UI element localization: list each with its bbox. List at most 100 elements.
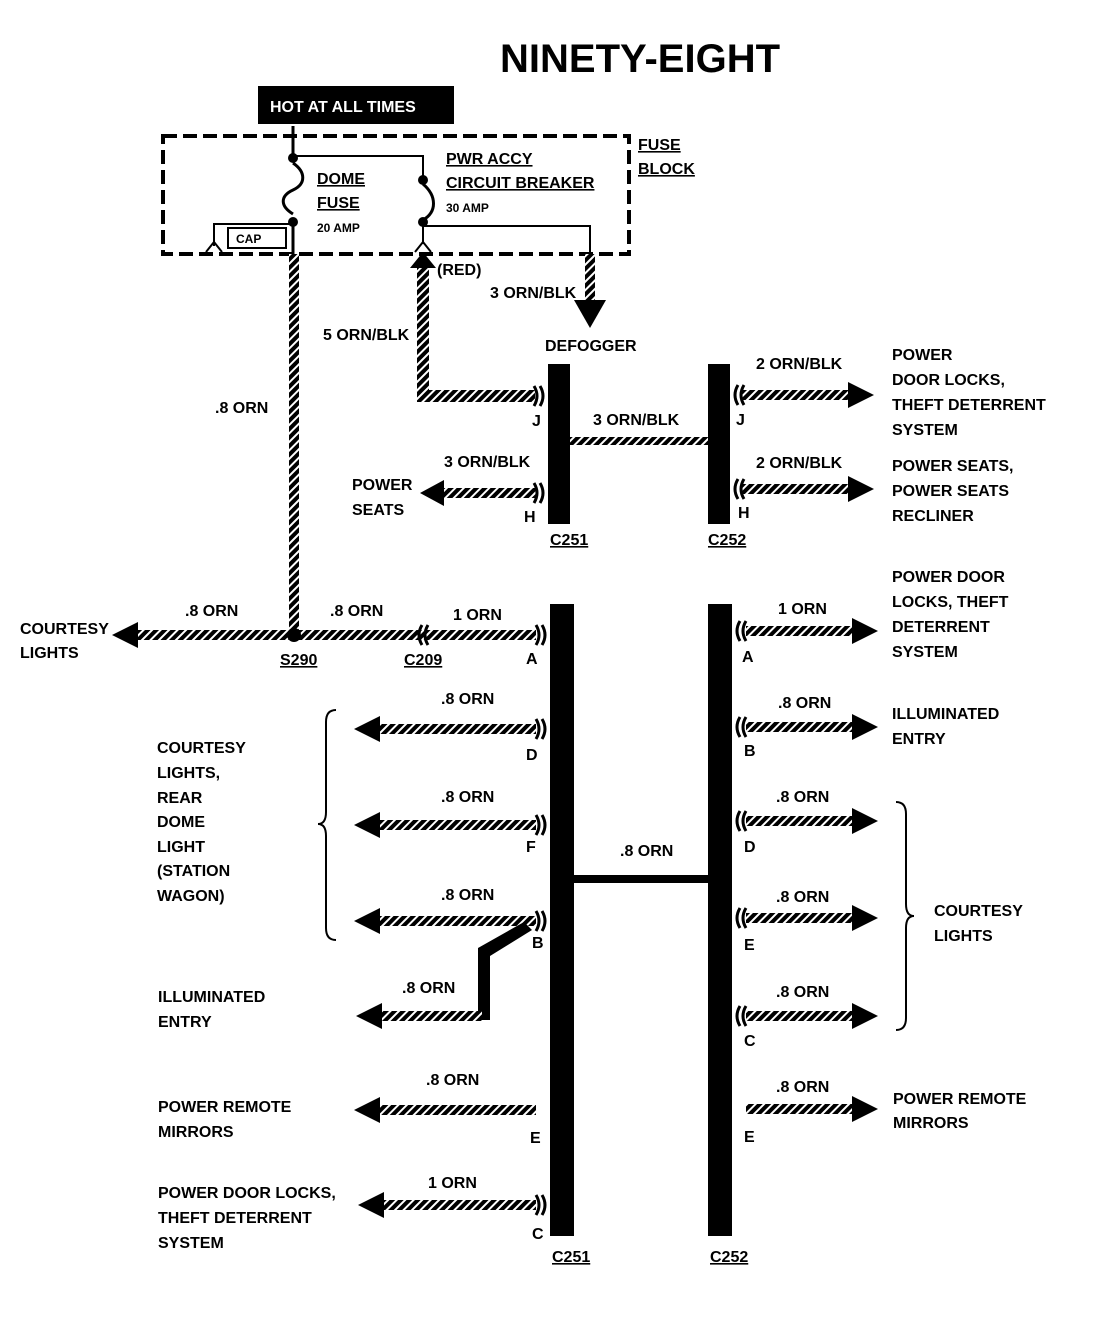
- c251-f-wire: [376, 820, 536, 830]
- illuminated-entry-branch-wire: [478, 922, 532, 1020]
- red-wire-label: (RED): [437, 262, 481, 279]
- power-door-locks-c-3: SYSTEM: [158, 1235, 224, 1252]
- c251-d-arrow: [354, 716, 380, 742]
- courtesy-lights-right-2: LIGHTS: [934, 928, 993, 945]
- c251-pin-e: E: [530, 1130, 541, 1147]
- dome-to-s290-wire: [289, 254, 299, 636]
- illuminated-entry-left-wire-label: .8 ORN: [402, 980, 455, 997]
- fuse-block-label-1: FUSE: [638, 137, 681, 154]
- power-seats-wire: [440, 488, 536, 498]
- c251-pin-d: D: [526, 747, 538, 764]
- c251-d-wire: [376, 724, 536, 734]
- c251-b-wire: [376, 916, 536, 926]
- c252-j-terminal: [733, 384, 746, 406]
- c251-c-terminal: [534, 1194, 547, 1216]
- breaker-label-2: CIRCUIT BREAKER: [446, 175, 595, 192]
- c251-j-terminal: [532, 385, 545, 407]
- c252-e-wire-label: .8 ORN: [776, 1079, 829, 1096]
- c251-pin-b: B: [532, 935, 544, 952]
- defogger-wire-label: 3 ORN/BLK: [490, 285, 577, 302]
- c251-pin-j: J: [532, 413, 541, 430]
- power-door-locks-c-1: POWER DOOR LOCKS,: [158, 1185, 336, 1202]
- c252-j-wire-label: 2 ORN/BLK: [756, 356, 843, 373]
- c252-a-terminal: [735, 620, 748, 642]
- c251-c-wire-label: 1 ORN: [428, 1175, 477, 1192]
- c252-j-dest-2: DOOR LOCKS,: [892, 372, 1005, 389]
- c252-j-wire: [742, 390, 850, 400]
- dome-fuse-element: [281, 161, 305, 216]
- courtesy-wire-label: .8 ORN: [185, 603, 238, 620]
- c252-e-courtesy-wire: [746, 913, 854, 923]
- power-seats-label-2: SEATS: [352, 502, 404, 519]
- fuse-block-outline: [161, 134, 631, 256]
- c251-d-terminal: [534, 718, 547, 740]
- c252-lower-label: C252: [710, 1249, 748, 1266]
- c252-d-wire: [746, 816, 854, 826]
- five-orn-blk-label: 5 ORN/BLK: [323, 327, 410, 344]
- courtesy-lights-right-1: COURTESY: [934, 903, 1023, 920]
- power-seats-arrow: [420, 480, 444, 506]
- c251-pin-c: C: [532, 1226, 544, 1243]
- cap-terminal: [205, 240, 223, 253]
- c209-terminal: [417, 624, 430, 646]
- courtesy-rear-dome-label-1: COURTESY: [157, 740, 246, 757]
- breaker-terminal-top: [418, 175, 428, 185]
- c252-e-courtesy-terminal: [735, 907, 748, 929]
- c252-a-dest-1: POWER DOOR: [892, 569, 1005, 586]
- c251-f-terminal: [534, 814, 547, 836]
- hot-at-all-times-label: HOT AT ALL TIMES: [270, 99, 416, 116]
- c251-b-arrow: [354, 908, 380, 934]
- jumper-wire-label: 3 ORN/BLK: [593, 412, 680, 429]
- c251-b-wire-label: .8 ORN: [441, 887, 494, 904]
- defogger-arrow: [574, 300, 606, 328]
- c251-b-terminal: [534, 910, 547, 932]
- c251-e-wire: [376, 1105, 536, 1115]
- power-remote-mirrors-right-1: POWER REMOTE: [893, 1091, 1027, 1108]
- c252-e-wire: [746, 1104, 854, 1114]
- hot-at-all-times-box: [258, 86, 454, 124]
- power-seats-wire-label: 3 ORN/BLK: [444, 454, 531, 471]
- c252-a-dest-2: LOCKS, THEFT: [892, 594, 1009, 611]
- s290-c209-wire-label: .8 ORN: [330, 603, 383, 620]
- right-courtesy-brace: [895, 801, 915, 1031]
- c252-b-terminal: [735, 716, 748, 738]
- dome-fuse-label-2: FUSE: [317, 195, 360, 212]
- power-seats-label-1: POWER: [352, 477, 413, 494]
- breaker-rating: 30 AMP: [446, 201, 489, 215]
- dome-wire-label: .8 ORN: [215, 400, 268, 417]
- illuminated-entry-left-label-1: ILLUMINATED: [158, 989, 265, 1006]
- courtesy-rear-dome-label-3: REAR: [157, 790, 203, 807]
- c251-a-terminal: [534, 624, 547, 646]
- breaker-feed-wire: [293, 155, 424, 176]
- breaker-terminal: [414, 240, 432, 253]
- c252-pin-d: D: [744, 839, 756, 856]
- c252-pin-e: E: [744, 1129, 755, 1146]
- c252-b-wire-label: .8 ORN: [778, 695, 831, 712]
- c252-upper-block: [708, 364, 730, 524]
- illuminated-entry-right-1: ILLUMINATED: [892, 706, 999, 723]
- c251-pin-a: A: [526, 651, 538, 668]
- dome-fuse-rating: 20 AMP: [317, 221, 360, 235]
- c252-upper-label: C252: [708, 532, 746, 549]
- defogger-wire: [585, 254, 595, 304]
- c252-c-terminal: [735, 1005, 748, 1027]
- power-door-locks-c-2: THEFT DETERRENT: [158, 1210, 312, 1227]
- c252-h-dest-1: POWER SEATS,: [892, 458, 1014, 475]
- c252-a-wire: [746, 626, 854, 636]
- c251-f-wire-label: .8 ORN: [441, 789, 494, 806]
- c252-c-wire: [746, 1011, 854, 1021]
- left-courtesy-brace: [317, 709, 337, 941]
- c251-f-arrow: [354, 812, 380, 838]
- c252-pin-b: B: [744, 743, 756, 760]
- power-remote-mirrors-right-2: MIRRORS: [893, 1115, 969, 1132]
- c252-a-arrow: [852, 618, 878, 644]
- breaker-element: [421, 182, 435, 222]
- c252-c-wire-label: .8 ORN: [776, 984, 829, 1001]
- c252-h-dest-3: RECLINER: [892, 508, 974, 525]
- c251-c-arrow: [358, 1192, 384, 1218]
- c252-h-wire: [742, 484, 850, 494]
- c252-pin-e-courtesy: E: [744, 937, 755, 954]
- c252-d-arrow: [852, 808, 878, 834]
- c251-c252-lower-jumper: [574, 875, 708, 883]
- c252-pin-h: H: [738, 505, 750, 522]
